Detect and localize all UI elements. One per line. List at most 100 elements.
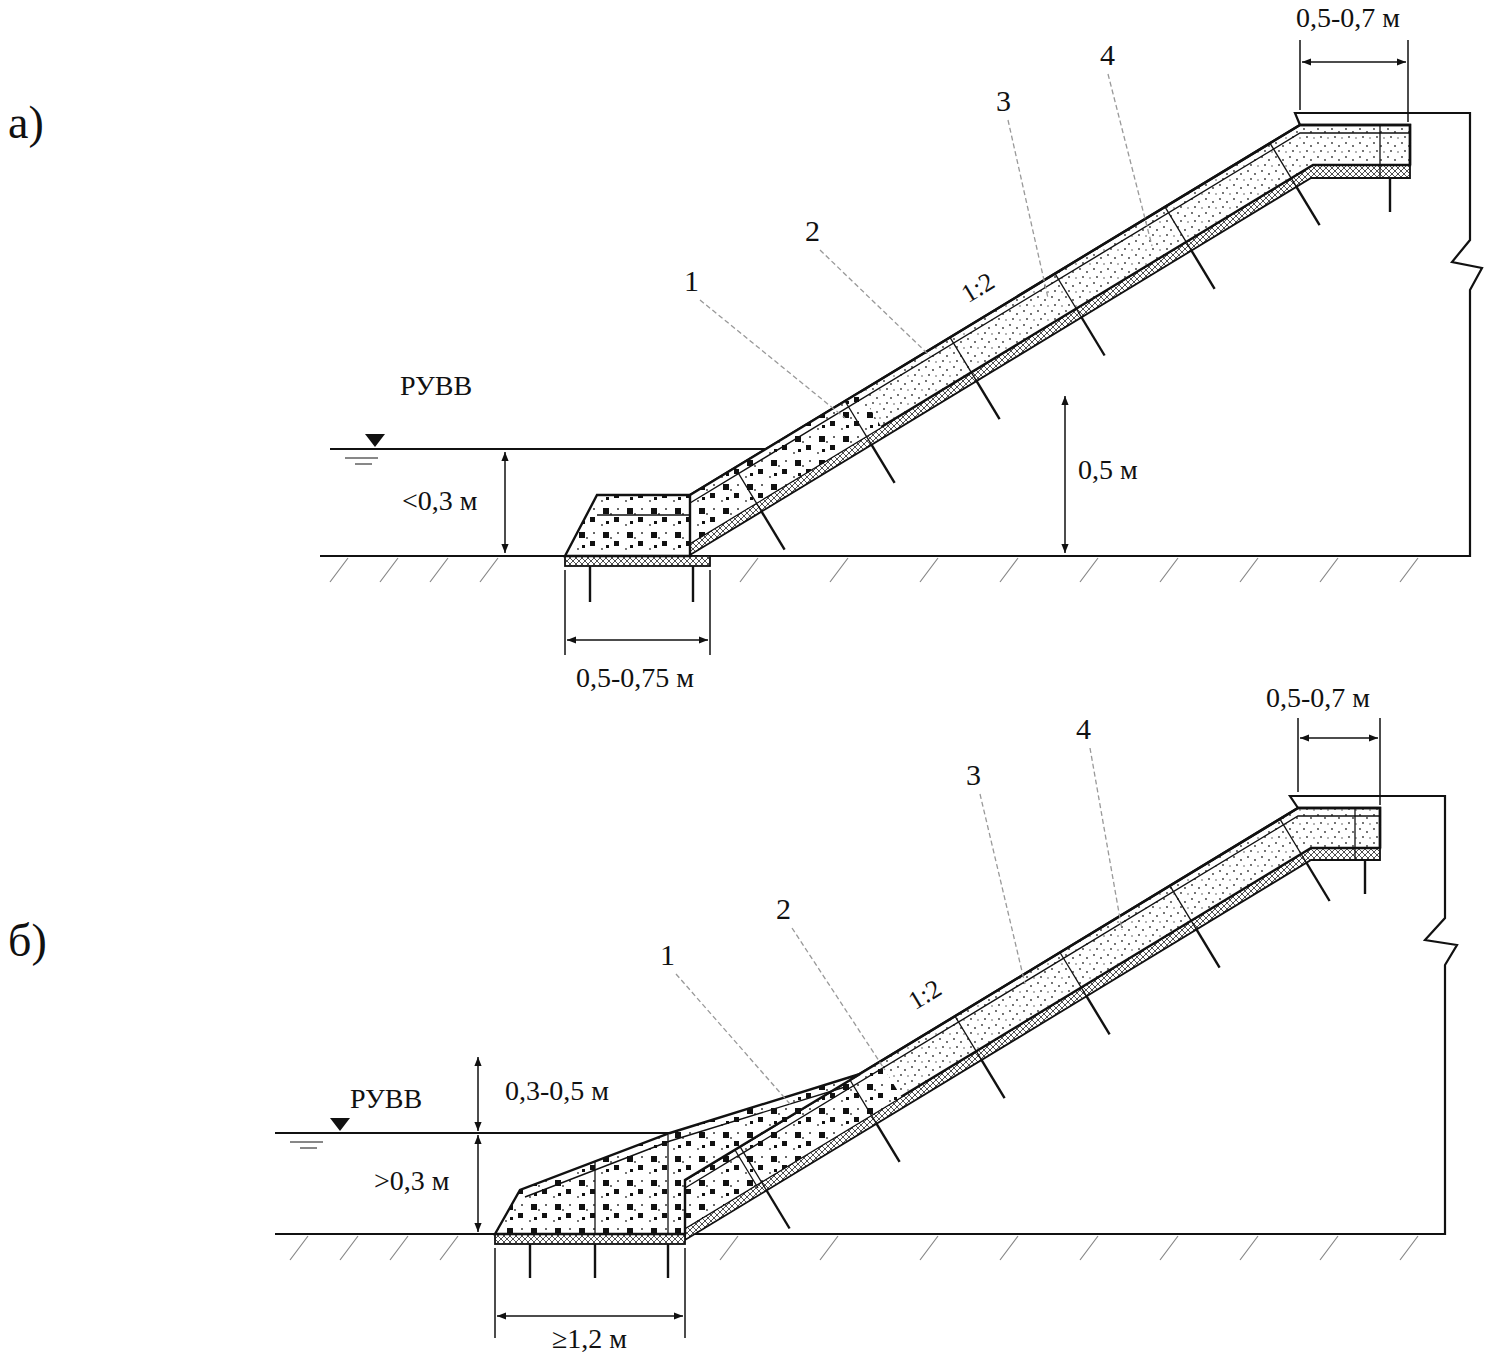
leader-line — [1008, 120, 1048, 298]
mattress-partition — [850, 1080, 877, 1124]
anchor-rod — [877, 1124, 900, 1162]
callout-number: 2 — [805, 216, 820, 246]
mattress-partition — [845, 401, 872, 445]
anchor-rod — [1197, 930, 1220, 968]
slope-ratio: 1:2 — [955, 267, 1000, 308]
mattress-partition — [740, 808, 1355, 1191]
anchor-rod — [977, 381, 1000, 419]
leader-line — [1090, 748, 1122, 930]
dimension-line — [1300, 737, 1378, 739]
dimension-line — [1064, 396, 1066, 553]
anchor-rod — [872, 445, 895, 483]
toe-apron — [495, 1074, 860, 1234]
water-level — [275, 1132, 680, 1134]
mattress-partition — [735, 125, 1380, 512]
dimension-text: 0,5-0,7 м — [1266, 684, 1370, 712]
mattress-partition — [955, 1016, 982, 1060]
toe-apron — [594, 1162, 595, 1234]
leader-line — [676, 974, 790, 1104]
slope-mattress — [690, 392, 881, 543]
dimension-line — [709, 570, 711, 655]
panel-letter: а) — [8, 100, 44, 146]
water-level-label: РУВВ — [400, 372, 472, 400]
anchor-rod — [530, 860, 1365, 1278]
mattress-partition — [1055, 274, 1082, 318]
callout-number: 3 — [996, 86, 1011, 116]
toe-apron — [735, 1150, 758, 1188]
ground-hatch — [290, 1236, 1418, 1260]
anchor-rod — [692, 566, 694, 602]
mattress-partition — [1354, 808, 1355, 860]
toe-mattress — [597, 514, 690, 516]
mattress-partition — [1165, 207, 1192, 251]
dimension-line — [504, 452, 506, 553]
slope-mattress — [685, 816, 1380, 1188]
toe-apron — [667, 1135, 668, 1234]
water-level — [330, 448, 765, 450]
anchor-rod — [1297, 187, 1320, 225]
dimension-line — [1297, 718, 1299, 792]
bank-outline — [275, 796, 1457, 1234]
leader-line — [700, 74, 1152, 418]
toe-apron — [495, 1234, 685, 1244]
dimension-text: 0,5-0,75 м — [576, 664, 694, 692]
water-level — [330, 434, 765, 464]
callout-number: 3 — [966, 760, 981, 790]
anchor-rod — [590, 178, 1390, 602]
anchor-rod — [594, 1244, 596, 1278]
dimension-line — [564, 570, 566, 655]
callout-number: 4 — [1100, 40, 1115, 70]
dimension-line — [1299, 40, 1301, 110]
mattress-partition — [735, 468, 762, 512]
water-level — [330, 1118, 350, 1131]
mattress-partition — [1280, 819, 1307, 863]
dimension-line — [494, 1248, 496, 1338]
anchor-rod — [667, 1244, 669, 1278]
bank-outline — [320, 113, 1482, 556]
callout-number: 2 — [776, 894, 791, 924]
slope-mattress — [690, 125, 1410, 495]
water-level-label: РУВВ — [350, 1085, 422, 1113]
water-level — [365, 434, 385, 447]
dimension-line — [567, 639, 708, 641]
anchor-rod — [762, 512, 785, 550]
dimension-line — [1302, 61, 1406, 63]
anchor-rod — [1389, 178, 1391, 212]
leader-line — [1108, 74, 1152, 246]
leader-line — [980, 794, 1025, 984]
dimension-line — [1379, 718, 1381, 805]
dimension-line — [478, 718, 1380, 1338]
slope-geomat — [690, 165, 1410, 555]
mattress-partition — [740, 1147, 767, 1191]
water-level — [345, 458, 378, 459]
leader-line — [820, 250, 930, 356]
panel-letter: б) — [8, 918, 47, 964]
toe-mattress — [565, 495, 710, 566]
water-level — [300, 1148, 317, 1149]
bank-outline — [275, 796, 1457, 1234]
slope-geomat — [685, 848, 1380, 1240]
anchor-rod — [1192, 251, 1215, 289]
toe-mattress — [565, 495, 690, 556]
ground-hatch — [330, 558, 1418, 582]
anchor-rod — [1307, 863, 1330, 901]
slope-mattress — [685, 808, 1380, 1180]
dimension-line — [505, 40, 1408, 655]
dimension-line — [477, 1135, 479, 1232]
anchor-rod — [529, 1244, 531, 1278]
dimension-line — [477, 1057, 479, 1131]
dimension-line — [1407, 40, 1409, 122]
slope-mattress — [690, 125, 1410, 543]
mattress-partition — [1170, 886, 1197, 930]
slope-mattress — [690, 133, 1410, 503]
dimension-text: ≥1,2 м — [552, 1325, 627, 1353]
dimension-text: <0,3 м — [402, 487, 478, 515]
anchor-rod — [1087, 996, 1110, 1034]
leader-line — [792, 928, 885, 1070]
mattress-partition — [1270, 143, 1297, 187]
dimension-text: >0,3 м — [374, 1167, 450, 1195]
dimension-text: 0,5 м — [1078, 456, 1138, 484]
anchor-rod — [767, 1191, 790, 1229]
